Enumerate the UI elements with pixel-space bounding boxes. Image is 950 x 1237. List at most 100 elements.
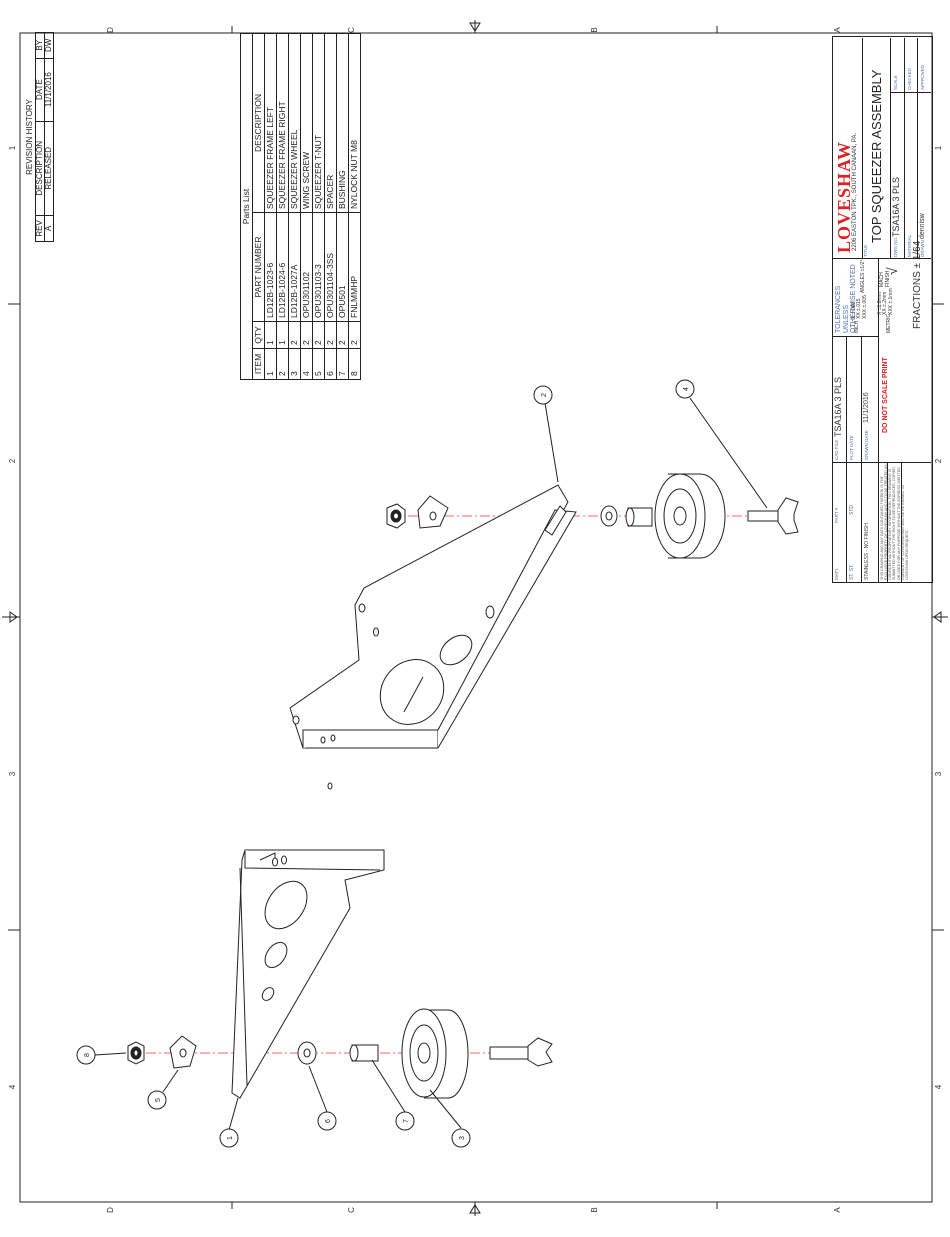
squeezer-frame-right bbox=[289, 484, 577, 790]
company-address: 2206 EASTON TPK., SOUTH CANAAN, PA. bbox=[852, 132, 858, 251]
parts-description: WING SCREW bbox=[300, 33, 313, 213]
by-value: DW bbox=[44, 32, 53, 59]
parts-number: OPU301103-3 bbox=[312, 212, 325, 322]
description-header: DESCRIPTION bbox=[252, 33, 265, 213]
parts-description: SQUEEZER FRAME LEFT bbox=[264, 33, 277, 213]
parts-qty: 2 bbox=[336, 321, 349, 349]
drawn-date-label: DRAWN DATE bbox=[864, 430, 869, 460]
parts-item: 8 bbox=[348, 348, 361, 380]
part-no-label: PART # bbox=[834, 507, 839, 523]
drawn-date-value: 11/1/2016 bbox=[863, 392, 870, 423]
rev-value: A bbox=[44, 215, 53, 242]
parts-item: 4 bbox=[300, 348, 313, 380]
scale-label: SCALE bbox=[893, 75, 898, 90]
cad-file-label: CAD FILE bbox=[834, 439, 839, 460]
zone-number-left-1: 1 bbox=[8, 145, 17, 150]
description-value: RELEASED bbox=[44, 121, 53, 216]
inch-label: INCH bbox=[854, 320, 860, 333]
assembly-illustration bbox=[94, 397, 799, 1131]
parts-item: 6 bbox=[324, 348, 337, 380]
parts-number: OPU301102 bbox=[300, 212, 313, 322]
dwg-no-label: DWG NO. bbox=[893, 236, 898, 257]
lower-wheel bbox=[401, 1008, 469, 1099]
zone-letter-bottom-c: C bbox=[347, 1207, 356, 1213]
confidential-notice: THIS DRAWING AND ANY DATA CONTAINED THER… bbox=[880, 464, 909, 581]
metric-tolerance-xxx: XXX ±.1mm bbox=[887, 288, 894, 315]
balloon-5: 5 bbox=[147, 1090, 167, 1110]
part-number-header: PART NUMBER bbox=[252, 212, 265, 322]
title-block: MAT'L ST. ST. PART # STD STAINLESS - NO … bbox=[832, 36, 933, 583]
check-mark-icon: √ bbox=[884, 267, 900, 275]
date-value: 11/1/2016 bbox=[44, 58, 53, 122]
zone-number-left-3: 3 bbox=[8, 771, 17, 776]
inch-tolerance-xxx: XXX ±.005 bbox=[861, 295, 868, 319]
cad-file-value: TSA16A 3 PLS bbox=[833, 376, 843, 437]
center-arrows bbox=[2, 22, 948, 1214]
part-no-value: STD bbox=[849, 505, 855, 515]
do-not-scale-warning: DO NOT SCALE PRINT bbox=[882, 357, 889, 433]
svg-text:1: 1 bbox=[227, 1136, 234, 1140]
zone-number-right-1: 1 bbox=[934, 145, 943, 150]
parts-number: LD12B-1023-6 bbox=[264, 212, 277, 322]
balloon-4: 4 bbox=[675, 379, 695, 399]
material-label: MATERIAL bbox=[907, 234, 912, 257]
parts-description: SQUEEZER FRAME RIGHT bbox=[276, 33, 289, 213]
item-header: ITEM bbox=[252, 348, 265, 380]
balloon-2: 2 bbox=[533, 385, 553, 405]
upper-wheel bbox=[654, 473, 726, 559]
zone-letter-top-c: C bbox=[347, 27, 356, 33]
balloon-8: 8 bbox=[76, 1045, 96, 1065]
finish-value: STAINLESS - NO FINISH bbox=[864, 523, 870, 580]
svg-text:8: 8 bbox=[84, 1053, 91, 1057]
balloon-1: 1 bbox=[219, 1128, 239, 1148]
zone-letter-top-a: A bbox=[833, 27, 842, 33]
parts-description: BUSHING bbox=[336, 33, 349, 213]
zone-letter-bottom-b: B bbox=[590, 1207, 599, 1212]
zone-number-left-4: 4 bbox=[8, 1084, 17, 1089]
parts-qty: 2 bbox=[324, 321, 337, 349]
parts-item: 7 bbox=[336, 348, 349, 380]
parts-item: 2 bbox=[276, 348, 289, 380]
svg-text:6: 6 bbox=[325, 1119, 332, 1123]
parts-qty: 1 bbox=[276, 321, 289, 349]
parts-description: SQUEEZER T-NUT bbox=[312, 33, 325, 213]
drawn-label: DRAWN bbox=[920, 240, 925, 257]
svg-text:4: 4 bbox=[683, 387, 690, 391]
upper-wing-screw bbox=[747, 497, 799, 535]
svg-text:2: 2 bbox=[541, 393, 548, 397]
parts-number: OPU501 bbox=[336, 212, 349, 322]
parts-item: 5 bbox=[312, 348, 325, 380]
balloon-3: 3 bbox=[451, 1128, 471, 1148]
svg-text:7: 7 bbox=[403, 1119, 410, 1123]
matl-value: ST. ST. bbox=[849, 564, 855, 580]
parts-qty: 2 bbox=[300, 321, 313, 349]
zone-number-right-4: 4 bbox=[934, 1084, 943, 1089]
approved-label: APPROVED bbox=[920, 64, 925, 90]
upper-nylock-nut bbox=[386, 503, 406, 529]
angles-tolerance: ANGLES ±1/2° bbox=[860, 259, 866, 293]
lower-wing-screw bbox=[489, 1037, 553, 1067]
parts-number: FNLMMHP bbox=[348, 212, 361, 322]
parts-item: 1 bbox=[264, 348, 277, 380]
upper-t-nut bbox=[417, 495, 449, 529]
metric-label: METRIC bbox=[886, 313, 892, 333]
parts-list-title: Parts List bbox=[240, 33, 253, 380]
checked-label: CHECKED bbox=[907, 67, 912, 90]
plot-date-label: PLOT DATE bbox=[849, 435, 854, 460]
description-header: DESCRIPTION bbox=[35, 121, 44, 216]
lower-t-nut bbox=[169, 1035, 197, 1069]
qty-header: QTY bbox=[252, 321, 265, 349]
drawn-by-value: dennisw bbox=[919, 213, 926, 239]
upper-bushing bbox=[625, 507, 653, 527]
zone-letter-top-b: B bbox=[590, 27, 599, 32]
parts-description: SQUEEZER WHEEL bbox=[288, 33, 301, 213]
parts-number: LD12B-1027A bbox=[288, 212, 301, 322]
parts-item: 3 bbox=[288, 348, 301, 380]
zone-letter-top-d: D bbox=[106, 27, 115, 33]
svg-text:3: 3 bbox=[459, 1136, 466, 1140]
parts-description: SPACER bbox=[324, 33, 337, 213]
balloon-7: 7 bbox=[395, 1111, 415, 1131]
lower-spacer bbox=[297, 1041, 317, 1065]
title-label: TITLE bbox=[863, 244, 868, 257]
parts-number: OPU301104-3SS bbox=[324, 212, 337, 322]
